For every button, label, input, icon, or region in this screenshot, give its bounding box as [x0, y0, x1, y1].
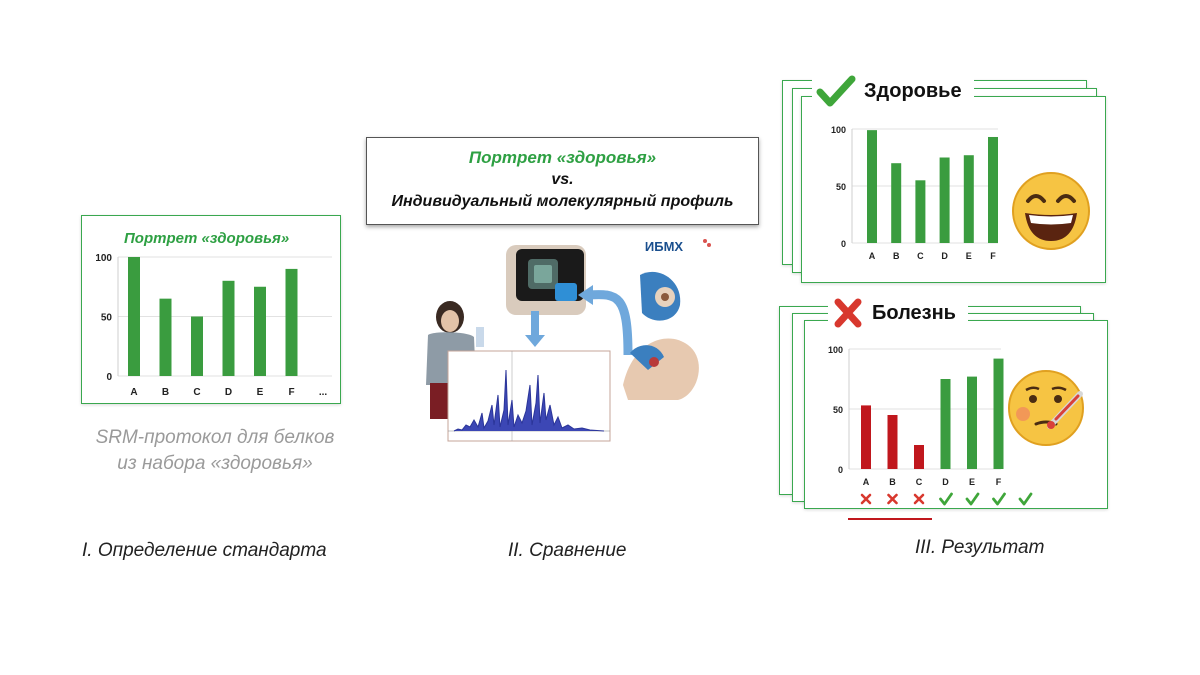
x-tick-label: ... — [319, 387, 328, 398]
bar-D — [939, 157, 950, 243]
x-tick-label: D — [941, 251, 948, 261]
x-tick-label: A — [869, 251, 876, 261]
sick-face-emoji — [1006, 368, 1086, 453]
disease-label: Болезнь — [864, 301, 964, 325]
x-tick-label: D — [942, 477, 949, 487]
bar-F — [993, 358, 1004, 469]
srm-caption-line1: SRM-протокол для белков — [95, 427, 335, 448]
flow-arrow-icon — [525, 285, 633, 356]
bar-C — [191, 316, 203, 376]
bar-B — [159, 298, 172, 376]
bar-A — [861, 405, 871, 469]
standard-chart-title: Портрет «здоровья» — [124, 230, 290, 247]
y-tick-label: 50 — [836, 182, 846, 192]
stage3-caption: III. Результат — [915, 537, 1045, 558]
x-tick-label: C — [917, 251, 924, 261]
x-tick-label: F — [990, 251, 996, 261]
y-tick-label: 0 — [838, 465, 843, 475]
x-tick-label: F — [288, 387, 294, 398]
cross-mark-icon — [887, 493, 898, 505]
x-tick-label: C — [916, 477, 923, 487]
bar-C — [914, 445, 924, 469]
cross-icon — [834, 298, 862, 328]
bar-D — [222, 280, 235, 376]
cross-mark-icon — [913, 493, 925, 505]
molecular-profile-label: Индивидуальный молекулярный профиль — [391, 193, 734, 210]
bar-A — [128, 257, 140, 376]
bar-B — [891, 163, 902, 243]
y-tick-label: 100 — [831, 125, 846, 135]
comparison-illustration: ИБМХ — [426, 239, 711, 442]
stage2-caption: II. Сравнение — [508, 540, 627, 561]
bar-D — [940, 379, 951, 469]
srm-protocol-caption: SRM-протокол для белков из набора «здоро… — [80, 425, 350, 477]
y-tick-label: 50 — [101, 313, 113, 324]
bar-E — [254, 286, 266, 376]
bar-A — [867, 130, 877, 243]
bar-F — [285, 268, 298, 376]
health-label: Здоровье — [856, 79, 970, 103]
fingertip-device-icon — [623, 338, 699, 400]
y-tick-label: 100 — [95, 253, 112, 264]
chip-device-icon — [640, 271, 681, 321]
check-mark-icon — [992, 492, 1006, 506]
x-tick-label: B — [889, 477, 896, 487]
stage1-caption: I. Определение стандарта — [82, 540, 327, 561]
x-tick-label: E — [257, 387, 264, 398]
srm-caption-line2: из набора «здоровья» — [117, 453, 313, 474]
x-tick-label: A — [863, 477, 870, 487]
happy-face-emoji — [1011, 171, 1091, 256]
cross-mark-icon — [860, 493, 872, 505]
y-tick-label: 50 — [833, 405, 843, 415]
disease-label-group: Болезнь — [828, 296, 968, 330]
check-mark-icon — [965, 492, 980, 506]
check-mark-icon — [1018, 492, 1033, 506]
x-tick-label: F — [996, 477, 1002, 487]
bar-C — [915, 180, 926, 243]
mass-spectrum-chart — [447, 350, 611, 442]
check-mark-icon — [939, 492, 953, 506]
bar-F — [988, 136, 998, 243]
ibmh-logo: ИБМХ — [645, 239, 684, 254]
y-tick-label: 100 — [828, 345, 843, 355]
health-portrait-label: Портрет «здоровья» — [468, 148, 657, 167]
x-tick-label: C — [193, 387, 200, 398]
x-tick-label: B — [162, 387, 169, 398]
x-tick-label: E — [966, 251, 972, 261]
x-tick-label: D — [225, 387, 232, 398]
bar-E — [963, 155, 974, 243]
x-tick-label: A — [130, 387, 137, 398]
bar-E — [967, 376, 977, 469]
x-tick-label: B — [893, 251, 900, 261]
versus-label: vs. — [551, 171, 574, 188]
y-tick-label: 0 — [841, 239, 846, 249]
abnormal-underline — [848, 518, 932, 520]
health-label-group: Здоровье — [812, 72, 974, 110]
smartphone-icon — [506, 245, 586, 315]
x-tick-label: E — [969, 477, 975, 487]
checkmark-icon — [816, 75, 856, 107]
bar-B — [887, 415, 898, 469]
y-tick-label: 0 — [106, 372, 112, 383]
comparison-box: Портрет «здоровья» vs. Индивидуальный мо… — [366, 137, 759, 225]
